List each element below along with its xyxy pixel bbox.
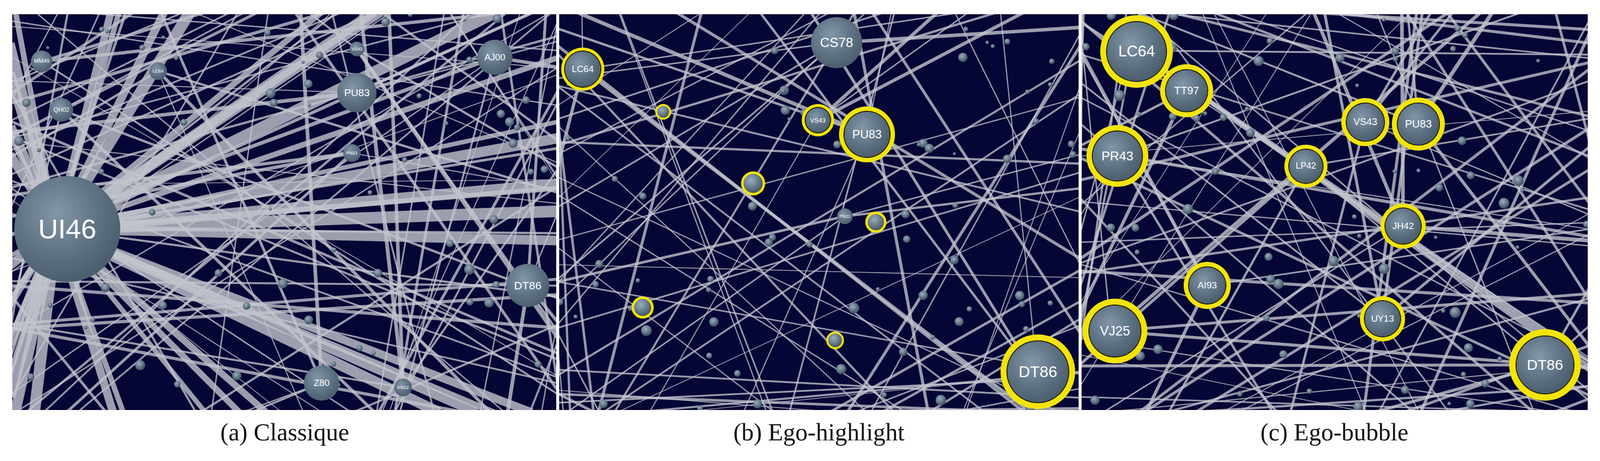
graph-node: MM49 (30, 50, 53, 73)
ego-node: DT86 (1516, 336, 1574, 394)
node-label: PU83 (852, 128, 882, 141)
ego-node: VS43 (805, 108, 831, 133)
node-label: JH42 (1392, 221, 1414, 232)
ego-node: PU83 (1397, 103, 1439, 145)
network-view: CS78LC64VS43PU83PN21DT86 (559, 14, 1079, 411)
ego-node: LC64 (1107, 22, 1167, 82)
edge-illustration (559, 14, 1079, 411)
graph-node: Z80 (303, 365, 340, 402)
node-label: LP42 (1295, 162, 1316, 171)
ego-node: DT86 (1007, 341, 1069, 403)
ego-node: UY13 (1364, 301, 1401, 337)
node-label: PU83 (344, 87, 370, 99)
network-view: LC64TT97PR43 VS43 PU83LP42JH42AI93UY13VJ25… (1081, 14, 1588, 411)
node-label: PU83 (1405, 118, 1433, 130)
graph-node: KN12 (394, 379, 412, 397)
node-label: LC64 (152, 68, 164, 74)
ego-node: LC64 (565, 51, 601, 87)
node-label: UY13 (1371, 314, 1395, 325)
ego-node: PR43 (1092, 131, 1142, 181)
node-label: VS43 (1353, 117, 1378, 128)
panel-caption: (b) Ego-highlight (733, 418, 905, 447)
ego-node: PU83 (844, 111, 890, 158)
node-label: UI46 (38, 215, 97, 244)
graph-node: PU83 (337, 73, 377, 113)
graph-node: DT86 (506, 264, 550, 308)
ego-node: VS43 (1346, 103, 1384, 141)
node-label: LC64 (571, 64, 595, 75)
node-label: KN12 (397, 385, 409, 390)
graph-node: QH02 (49, 98, 74, 122)
edge-illustration (1081, 14, 1588, 411)
ego-node: LP42 (1289, 149, 1323, 184)
panel-caption: (a) Classique (220, 418, 350, 447)
ego-node: TT97 (1166, 70, 1208, 112)
graph-node: UI46 (14, 176, 121, 283)
node-label: AI93 (1197, 280, 1217, 291)
node-label: MM49 (33, 58, 50, 64)
node-label: VJ25 (1099, 325, 1131, 339)
ego-node: AI93 (1189, 267, 1226, 304)
graph-node: PN21 (343, 144, 361, 163)
graph-node: VS43 (349, 41, 365, 57)
node-label: PN21 (346, 150, 358, 156)
ego-node: VJ25 (1089, 305, 1141, 357)
node-label: CS78 (819, 36, 854, 50)
node-label: PR43 (1101, 149, 1134, 163)
graph-node: AJ00 (477, 39, 513, 76)
panel-caption: (c) Ego-bubble (1260, 418, 1409, 447)
graph-node: LC64 (149, 62, 167, 81)
node-label: Z80 (313, 379, 330, 389)
node-label: DT86 (1526, 357, 1564, 373)
node-label: AJ00 (484, 53, 506, 63)
node-label: DT86 (514, 280, 542, 292)
node-label: DT86 (1018, 364, 1058, 380)
node-label: QH02 (53, 107, 70, 114)
ego-node: JH42 (1385, 208, 1421, 245)
node-label: VS43 (810, 117, 826, 124)
node-label: PN21 (839, 214, 851, 219)
network-view: MM49LC64 VS43AJ00PU83QH02PN21UI46DT86Z80K… (12, 14, 557, 411)
graph-node: CS78 (811, 17, 863, 69)
node-label: LC64 (1118, 43, 1156, 59)
node-label: TT97 (1174, 85, 1200, 97)
node-label: VS43 (351, 47, 363, 52)
graph-node: PN21 (837, 208, 853, 225)
